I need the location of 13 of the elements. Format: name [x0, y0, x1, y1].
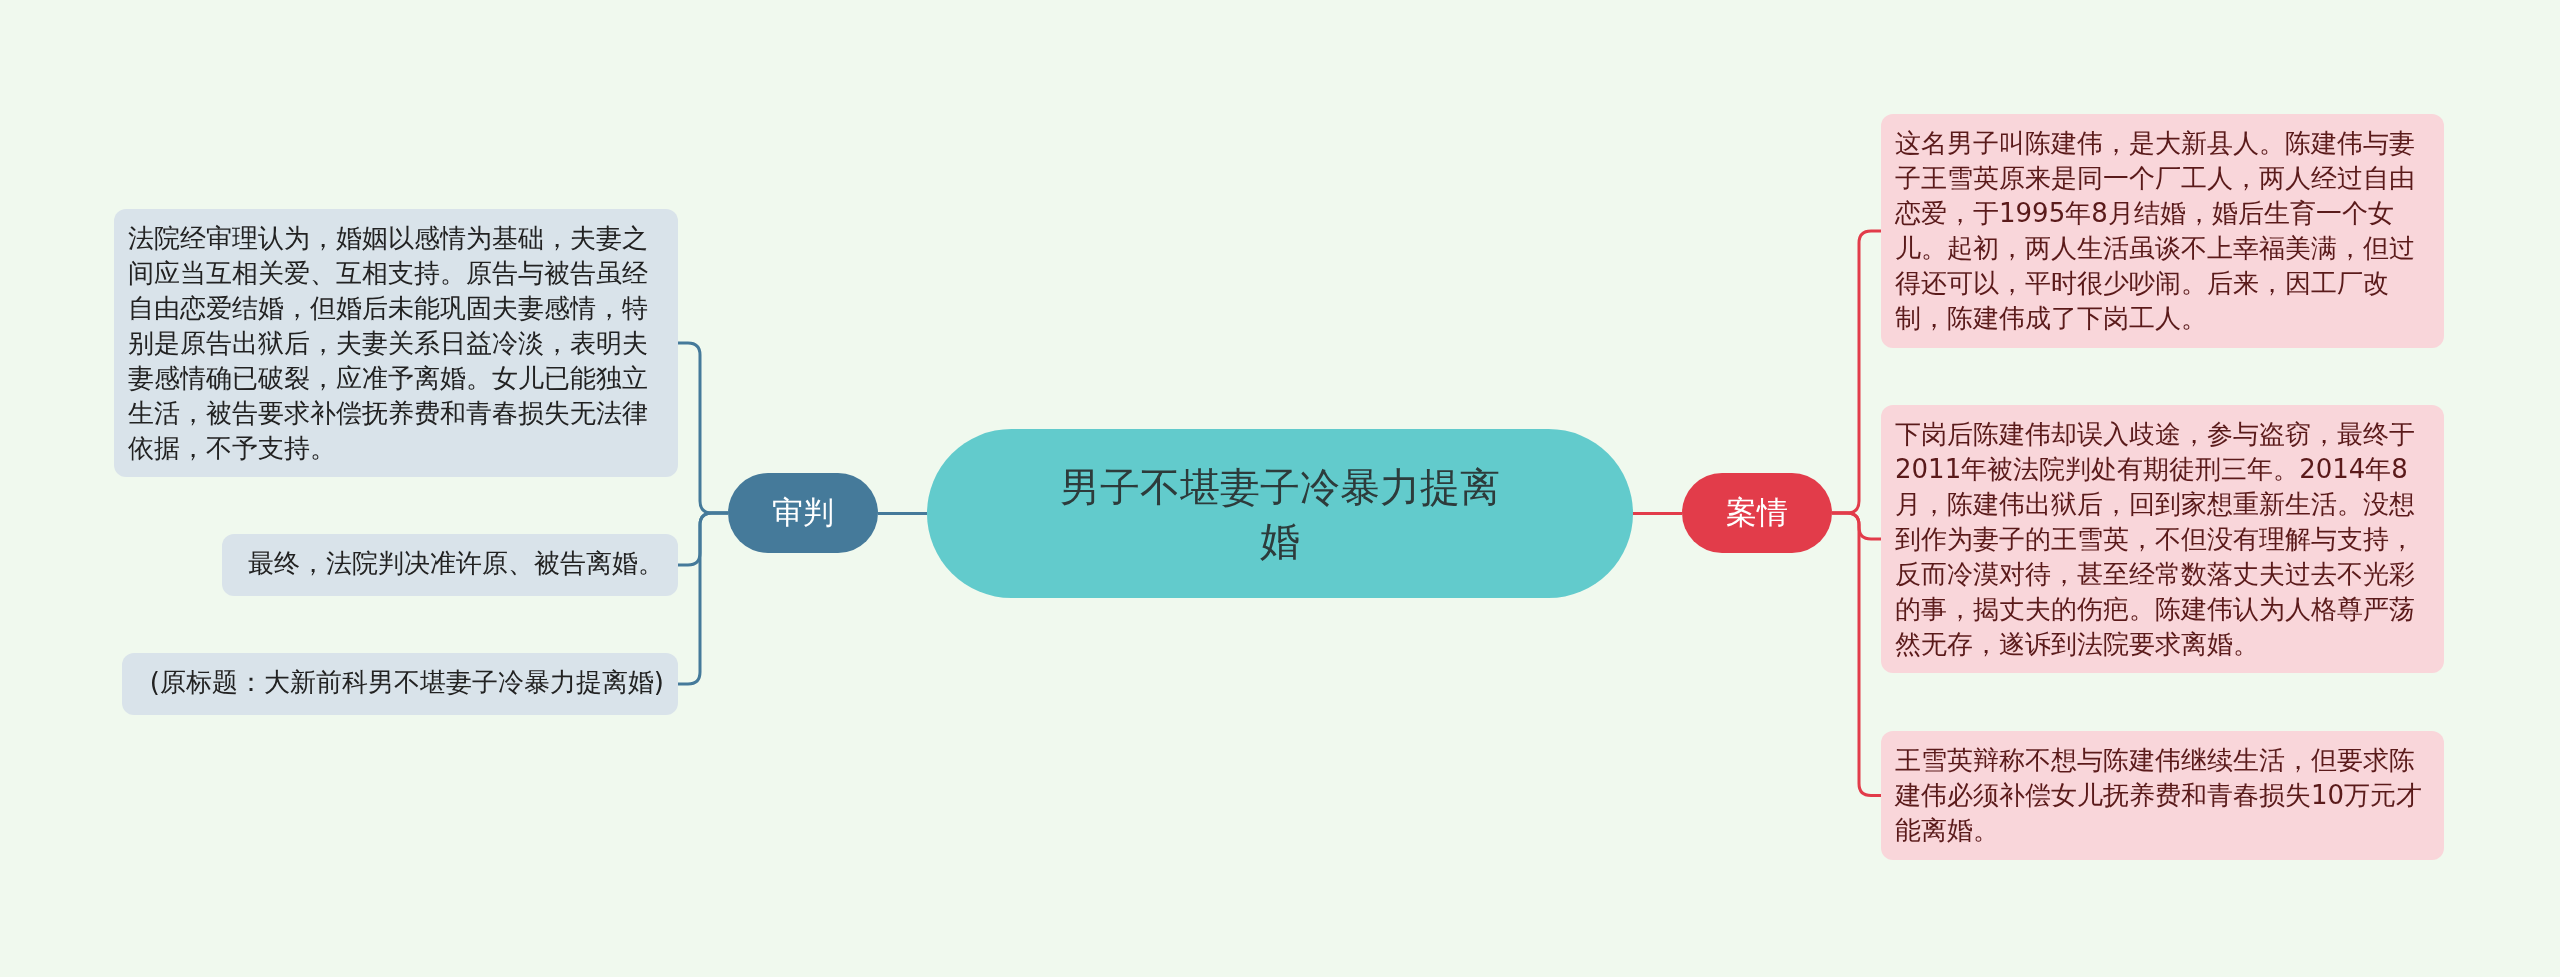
connector-line — [878, 512, 927, 515]
branch-topic: 案情 — [1682, 473, 1832, 553]
text-box: 下岗后陈建伟却误入歧途，参与盗窃，最终于2011年被法院判处有期徒刑三年。2014年8月，陈建伟出狱后，回到家想重新生活。没想到作为妻子的王雪英，不但没有理解与支持，反而冷漠对待，甚至经常数落丈夫过去不光彩的事，揭丈夫的伤疤。陈建伟认为人格尊严荡然无存，遂诉到法院要求离婚。 — [1881, 405, 2444, 673]
text-box: 最终，法院判决准许原、被告离婚。 — [222, 534, 678, 596]
text-box: 法院经审理认为，婚姻以感情为基础，夫妻之间应当互相关爱、互相支持。原告与被告虽经自由恋爱结婚，但婚后未能巩固夫妻感情，特别是原告出狱后，夫妻关系日益冷淡，表明夫妻感情确已破裂，应准予离婚。女儿已能独立生活，被告要求补偿抚养费和青春损失无法律依据，不予支持。 — [114, 209, 678, 477]
connector-line — [678, 511, 728, 686]
text-box: (原标题：大新前科男不堪妻子冷暴力提离婚) — [122, 653, 678, 715]
connector-line — [1633, 512, 1682, 515]
connector-line — [1832, 511, 1881, 797]
text-box: 这名男子叫陈建伟，是大新县人。陈建伟与妻子王雪英原来是同一个厂工人，两人经过自由恋爱，于1995年8月结婚，婚后生育一个女儿。起初，两人生活虽谈不上幸福美满，但过得还可以，平时很少吵闹。后来，因工厂改制，陈建伟成了下岗工人。 — [1881, 114, 2444, 348]
text-box: 王雪英辩称不想与陈建伟继续生活，但要求陈建伟必须补偿女儿抚养费和青春损失10万元才能离婚。 — [1881, 731, 2444, 860]
central-topic: 男子不堪妻子冷暴力提离婚 — [927, 429, 1633, 598]
branch-topic: 审判 — [728, 473, 878, 553]
